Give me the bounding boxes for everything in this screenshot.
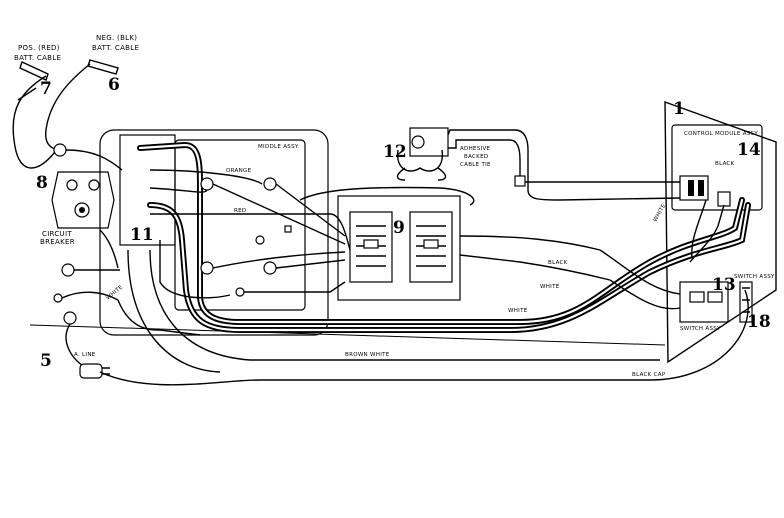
callout-12: 12 (383, 142, 407, 162)
callout-13: 13 (712, 275, 736, 295)
label-ac-line: A. LINE (74, 352, 96, 358)
battery-clamp-neg (45, 59, 119, 151)
transformer (299, 186, 611, 301)
label-control-module: CONTROL MODULE ASSY (684, 131, 758, 137)
callout-5: 5 (40, 351, 52, 371)
label-switch-assy-right: SWITCH ASSY (734, 274, 775, 280)
label-adhesive-2: BACKED (464, 154, 488, 160)
switch-assy (599, 249, 753, 323)
callout-1: 1 (673, 99, 685, 119)
chassis-outline (29, 100, 777, 364)
label-pos-cable-1: POS. (RED) (18, 44, 60, 52)
harness-wires (117, 240, 660, 373)
label-neg-cable-1: NEG. (BLK) (96, 34, 137, 42)
label-brown-white: BROWN WHITE (345, 352, 390, 358)
callout-7: 7 (40, 79, 52, 99)
middle-assy-terminals (149, 169, 351, 297)
label-middle-assy: MIDDLE ASSY (258, 144, 299, 150)
callout-14: 14 (737, 140, 761, 160)
ac-plug (65, 289, 749, 386)
label-black-top: BLACK (715, 161, 735, 167)
callout-6: 6 (108, 75, 120, 95)
label-black-mid: BLACK (548, 260, 568, 266)
circuit-breaker (51, 171, 115, 229)
diagram-labels: POS. (RED) BATT. CABLE NEG. (BLK) BATT. … (14, 34, 775, 378)
label-red: RED (234, 208, 246, 214)
label-black-cap: BLACK CAP (632, 372, 666, 378)
left-terminals (53, 143, 123, 325)
label-pos-cable-2: BATT. CABLE (14, 54, 61, 62)
fan-assembly (396, 127, 681, 201)
label-switch-assy-left: SWITCH ASSY (680, 326, 721, 332)
label-white-mid: WHITE (540, 284, 560, 290)
label-neg-cable-2: BATT. CABLE (92, 44, 139, 52)
label-circuit-breaker-2: BREAKER (40, 238, 75, 246)
heavy-output-cables (137, 141, 751, 333)
callout-9: 9 (393, 218, 405, 238)
label-orange: ORANGE (226, 168, 252, 174)
label-adhesive-3: CABLE TIE (460, 162, 491, 168)
battery-clamp-pos (12, 61, 56, 169)
control-module (679, 175, 731, 263)
callout-numbers: 1 5 6 7 8 9 11 12 13 14 18 (36, 75, 771, 371)
label-white-long: WHITE (508, 308, 528, 314)
callout-11: 11 (130, 225, 154, 245)
callout-18: 18 (747, 312, 771, 332)
label-white-right: WHITE (653, 203, 668, 223)
label-circuit-breaker-1: CIRCUIT (42, 230, 72, 238)
callout-8: 8 (36, 173, 48, 193)
label-adhesive-1: ADHESIVE (460, 146, 491, 152)
